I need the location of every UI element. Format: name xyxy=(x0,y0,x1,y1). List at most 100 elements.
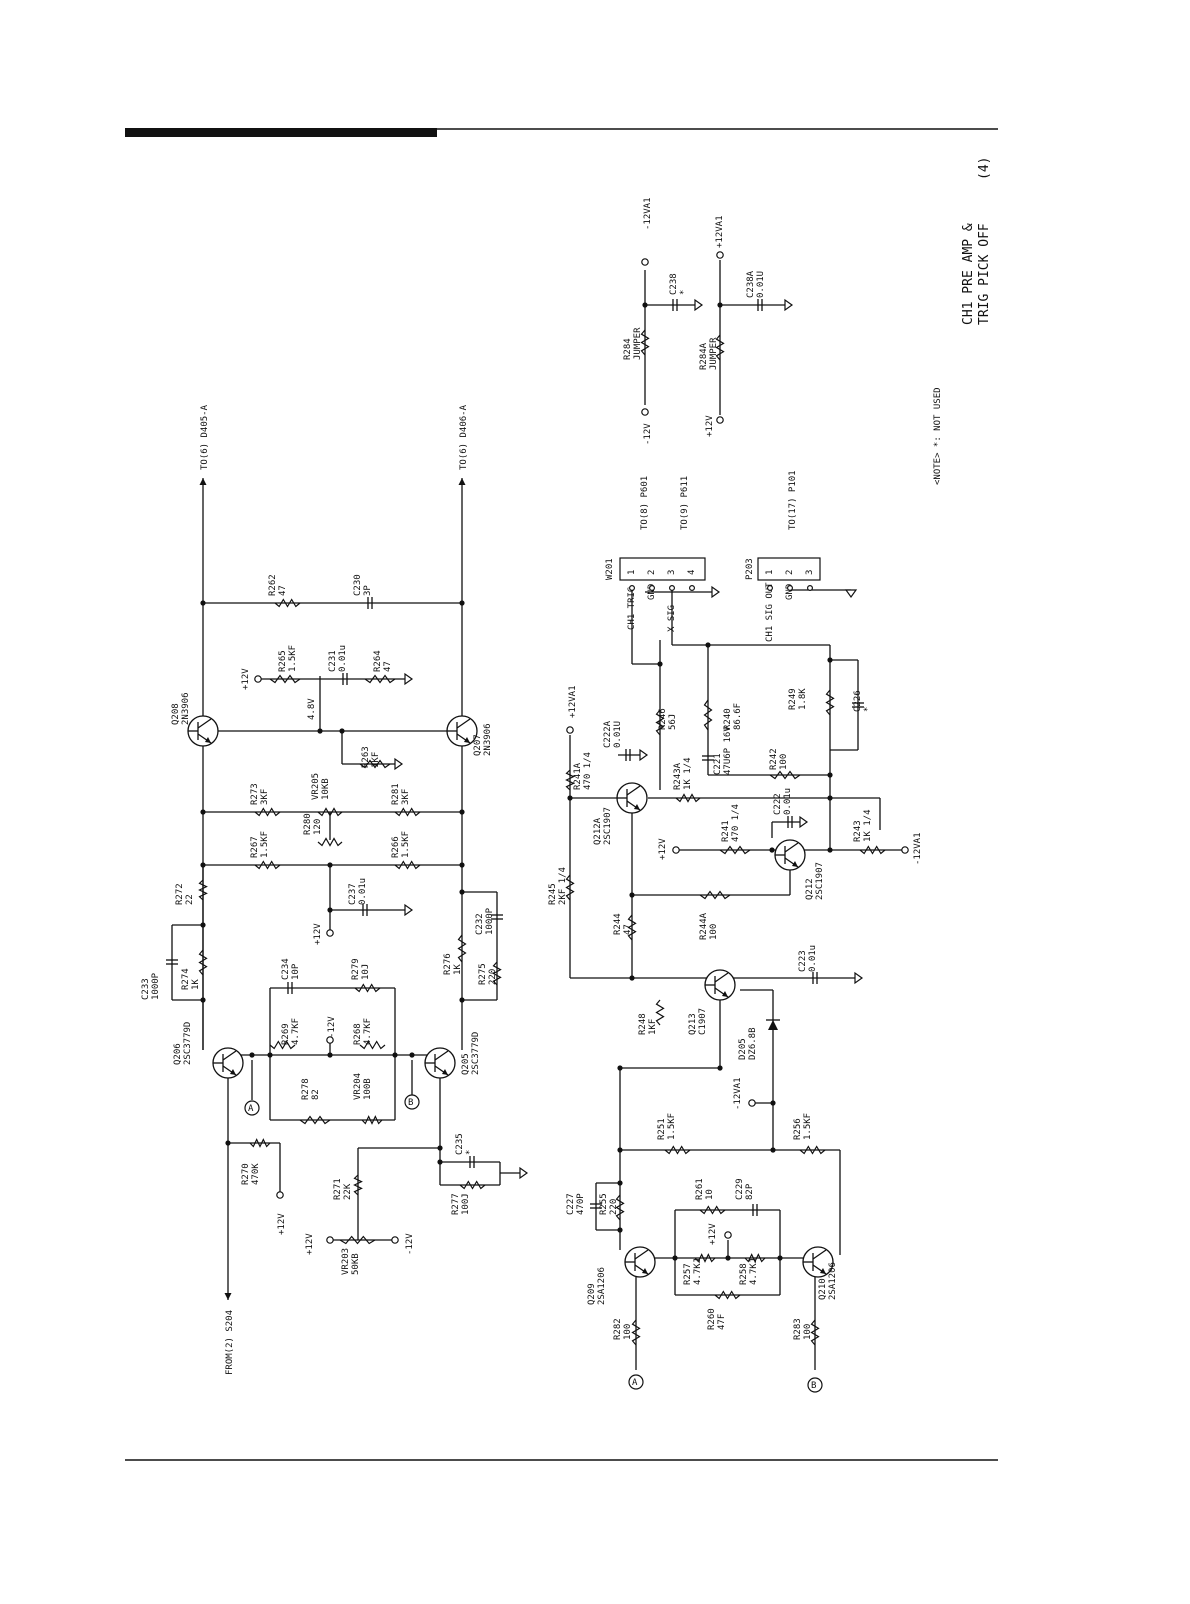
c227-value: 470P xyxy=(576,1193,586,1215)
q213-ref: Q213 xyxy=(688,1013,698,1035)
q207-ref: Q207 xyxy=(473,734,483,756)
c229-capacitor xyxy=(752,1204,758,1216)
r270-value: 470K xyxy=(251,1163,261,1185)
r279-value: 10J xyxy=(361,964,371,980)
r255-value: 220 xyxy=(609,1199,619,1215)
c226-label: C226* xyxy=(853,690,873,712)
header-bar-thick xyxy=(125,128,437,137)
r241-resistor xyxy=(719,845,751,855)
r266-resistor xyxy=(394,860,421,870)
r241-ref: R241 xyxy=(721,820,731,842)
title-line-1: CH1 PRE AMP & xyxy=(961,223,976,325)
offpage-arrow xyxy=(458,478,466,485)
ground-symbol xyxy=(694,298,704,312)
r248-ref: R248 xyxy=(638,1013,648,1035)
r279-resistor xyxy=(354,983,381,993)
ground-symbol xyxy=(784,298,794,312)
c233-value: 1000P xyxy=(151,972,161,1000)
svg-text:B: B xyxy=(811,1381,816,1391)
rail-m12va1-d205: -12VA1 xyxy=(733,1077,743,1110)
r273-ref: R273 xyxy=(250,783,260,805)
r269-ref: R269 xyxy=(281,1023,291,1045)
r242-resistor xyxy=(769,770,801,780)
r260-ref: R260 xyxy=(707,1308,717,1330)
c235-label: C235* xyxy=(455,1133,475,1155)
r283-resistor xyxy=(810,1319,820,1346)
r245-ref: R245 xyxy=(548,883,558,905)
q205-ref: Q205 xyxy=(461,1053,471,1075)
q213-transistor xyxy=(704,969,736,1001)
r258-ref: R258 xyxy=(739,1263,749,1285)
c237-ref: C237 xyxy=(348,883,358,905)
ground-symbol xyxy=(519,1166,529,1180)
c238-ref: C238 xyxy=(669,273,679,295)
r248-value: 1KF xyxy=(648,1019,658,1035)
r245-value: 2KF 1/4 xyxy=(558,867,568,905)
q210-ref: Q210 xyxy=(818,1278,828,1300)
r244a-resistor xyxy=(699,890,731,900)
svg-text:1: 1 xyxy=(627,570,637,575)
r249-ref: R249 xyxy=(788,688,798,710)
rail-v48: 4.8V xyxy=(307,698,317,720)
rail-m12va1-r243: -12VA1 xyxy=(913,832,923,865)
ground-symbol xyxy=(844,589,858,599)
r270-ref: R270 xyxy=(241,1163,251,1185)
offpage-to-d406: TO(6) D406-A xyxy=(459,404,469,470)
r275-value: 220 xyxy=(488,969,498,985)
vr203-resistor xyxy=(339,1235,376,1245)
r280-ref: R280 xyxy=(303,813,313,835)
r277-value: 100J xyxy=(461,1193,471,1215)
rail-terminal xyxy=(326,929,334,937)
r251-ref: R251 xyxy=(657,1118,667,1140)
r263-resistor xyxy=(359,759,391,769)
note-not-used: <NOTE> *: NOT USED xyxy=(933,387,943,485)
svg-text:4: 4 xyxy=(687,570,697,575)
q206-ref: Q206 xyxy=(173,1043,183,1065)
q207-value: 2N3906 xyxy=(483,723,493,756)
r249-value: 1.8K xyxy=(798,688,808,710)
r241a-value: 470 1/4 xyxy=(583,752,593,790)
c226-ref: C226 xyxy=(853,690,863,712)
c235-ref: C235 xyxy=(455,1133,465,1155)
r284-ref: R284 xyxy=(623,338,633,360)
rail-terminal xyxy=(641,258,649,266)
connector-p203: P203 1 2 3 CH1 SIG OUT GND xyxy=(745,557,821,642)
vr204-resistor xyxy=(361,1115,383,1125)
r267-resistor xyxy=(254,860,281,870)
r275-ref: R275 xyxy=(478,963,488,985)
r244-resistor xyxy=(627,914,637,941)
bottom-wiring xyxy=(569,260,905,1370)
rail-terminal xyxy=(716,416,724,424)
svg-text:CH1 TRIG: CH1 TRIG xyxy=(627,587,637,630)
q208-transistor xyxy=(187,715,219,747)
c233-ref: C233 xyxy=(141,978,151,1000)
offpage-to-d405: TO(6) D405-A xyxy=(200,404,210,470)
r262-resistor xyxy=(274,598,301,608)
marker-a-bottom: A xyxy=(628,1374,644,1390)
r258-resistor xyxy=(744,1253,766,1263)
r271-ref: R271 xyxy=(333,1178,343,1200)
r270-resistor xyxy=(249,1138,271,1148)
offpage-from-s204: FROM(2) S204 xyxy=(225,1310,235,1375)
c238-label: C238* xyxy=(669,273,689,295)
r283-value: 100 xyxy=(803,1324,813,1340)
r262-ref: R262 xyxy=(268,574,278,596)
c235-capacitor xyxy=(469,1156,475,1168)
r240-resistor xyxy=(703,699,713,731)
